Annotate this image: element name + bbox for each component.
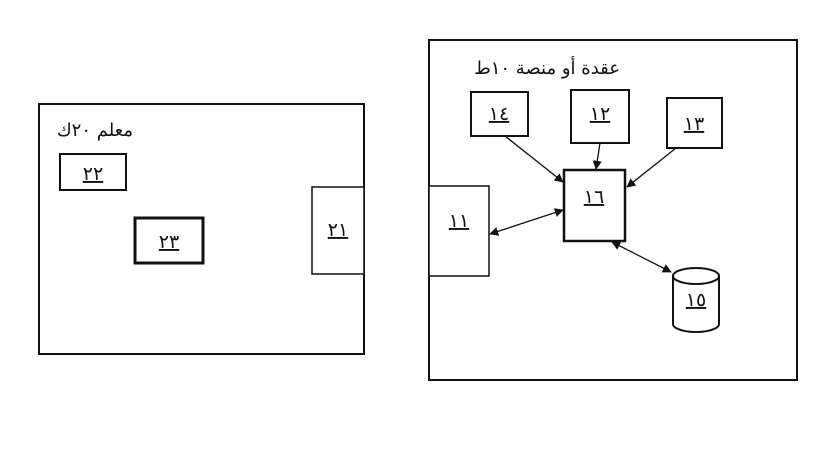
arrow-12-to-16 [592, 142, 602, 170]
box-16-label: ١٦ [584, 186, 604, 208]
box-14-label: ١٤ [489, 103, 509, 125]
box-23: ٢٣ [133, 216, 205, 265]
box-21: ٢١ [311, 186, 365, 275]
right-panel: عقدة أو منصة ١٠ط ١٤ ١٢ ١٣ ١٦ ١١ ١٥ [428, 39, 798, 381]
box-22-label: ٢٢ [83, 163, 103, 185]
arrow-16-to-15 [611, 241, 672, 273]
left-panel-title: معلم ٢٠ك [57, 120, 133, 141]
db-15-label: ١٥ [686, 289, 706, 311]
box-16: ١٦ [562, 168, 627, 243]
arrow-14-to-16 [504, 135, 564, 183]
box-14: ١٤ [470, 91, 529, 137]
box-13-label: ١٣ [684, 113, 704, 135]
database-15: ١٥ [672, 267, 720, 333]
left-panel: معلم ٢٠ك ٢٢ ٢٣ ٢١ [38, 103, 365, 355]
box-13: ١٣ [666, 97, 723, 149]
box-12-label: ١٢ [590, 103, 610, 125]
box-22: ٢٢ [59, 153, 127, 191]
box-12: ١٢ [570, 89, 630, 144]
arrow-13-to-16 [626, 147, 677, 188]
box-21-label: ٢١ [328, 219, 348, 241]
right-panel-title: عقدة أو منصة ١٠ط [474, 56, 620, 79]
box-11: ١١ [428, 185, 490, 277]
arrow-16-to-11 [489, 208, 564, 236]
box-11-label: ١١ [449, 210, 469, 232]
box-23-label: ٢٣ [159, 231, 179, 253]
